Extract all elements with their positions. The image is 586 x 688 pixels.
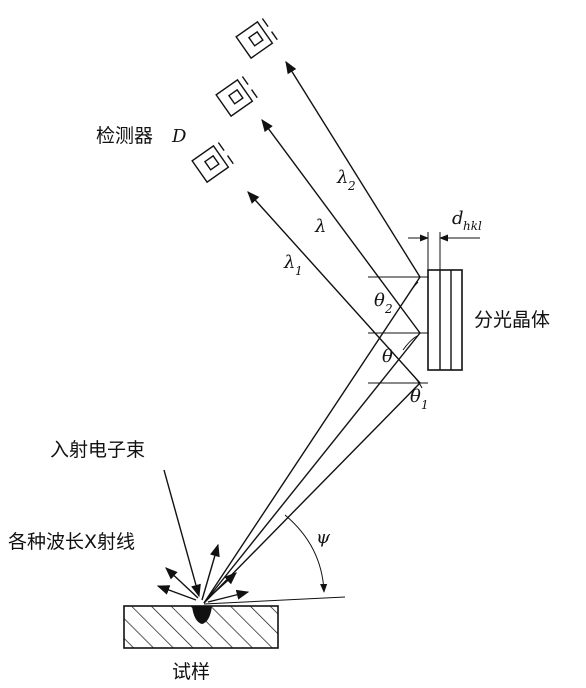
theta1-sub: 1 xyxy=(421,398,429,412)
sample-label: 试样 xyxy=(172,661,210,683)
lambda2-label: λ xyxy=(336,167,348,188)
psi-arc xyxy=(284,514,328,593)
incident-xray-rays xyxy=(203,276,421,604)
emitted-xray-arrows xyxy=(156,543,250,603)
crystal-label: 分光晶体 xyxy=(474,309,550,331)
lambda-label: λ xyxy=(314,216,326,237)
theta-label: θ xyxy=(382,346,393,367)
incident-beam-arrow xyxy=(163,469,201,598)
theta2-label: θ xyxy=(374,290,385,311)
beam-spot xyxy=(192,606,212,624)
surface-line xyxy=(203,596,346,605)
xray-label: 各种波长X射线 xyxy=(8,531,135,553)
analyzing-crystal xyxy=(408,232,480,371)
detector-top xyxy=(235,18,278,60)
theta1-label: θ xyxy=(410,386,421,407)
detector-middle xyxy=(215,76,258,118)
incident-beam-label: 入射电子束 xyxy=(50,439,145,461)
psi-label: ψ xyxy=(316,527,331,548)
diffracted-rays xyxy=(247,60,421,384)
theta2-sub: 2 xyxy=(384,302,393,316)
lambda1-label: λ xyxy=(283,252,295,273)
detector-label: 检测器 xyxy=(96,125,153,147)
d-label: d xyxy=(452,208,464,229)
detector-symbol: D xyxy=(171,126,187,147)
detector-bottom xyxy=(191,142,234,184)
lambda1-sub: 1 xyxy=(295,264,303,278)
d-sub: hkl xyxy=(463,219,482,233)
lambda2-sub: 2 xyxy=(347,179,356,193)
